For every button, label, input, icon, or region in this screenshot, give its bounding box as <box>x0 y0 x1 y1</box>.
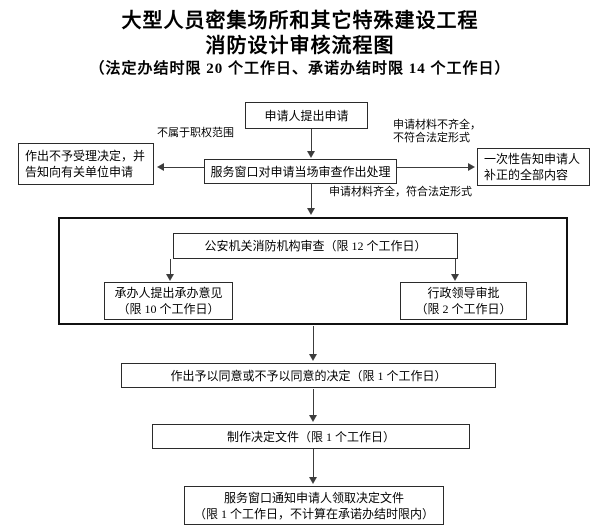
edge-label-incomplete: 申请材料不齐全， 不符合法定形式 <box>393 119 481 145</box>
node-reject-line1: 作出不予受理决定，并 <box>25 149 146 163</box>
node-reject-line2: 告知向有关单位申请 <box>25 165 134 179</box>
arrow-down-document-to-pickup-icon <box>309 449 317 484</box>
node-handler-opinion: 承办人提出承办意见 （限 10 个工作日） <box>104 282 233 320</box>
node-notify-correction-line2: 补正的全部内容 <box>484 168 569 182</box>
node-leader-approval-line2: （限 2 个工作日） <box>415 302 512 316</box>
node-leader-approval: 行政领导审批 （限 2 个工作日） <box>400 282 527 320</box>
node-reject-decision: 作出不予受理决定，并 告知向有关单位申请 <box>18 143 154 185</box>
arrow-left-window-to-reject-icon <box>157 163 204 171</box>
node-window-review: 服务窗口对申请当场审查作出处理 <box>204 159 397 184</box>
node-apply: 申请人提出申请 <box>245 102 368 129</box>
node-notify-pickup-line2: （限 1 个工作日，不计算在承诺办结时限内） <box>193 506 434 521</box>
node-fire-review-label: 公安机关消防机构审查（限 12 个工作日） <box>204 239 427 253</box>
arrow-down-review-to-handler-icon <box>166 259 174 281</box>
arrow-down-review-to-leader-icon <box>451 259 459 281</box>
edge-label-complete: 申请材料齐全，符合法定形式 <box>329 186 472 198</box>
node-decision: 作出予以同意或不予以同意的决定（限 1 个工作日） <box>121 363 496 388</box>
node-handler-opinion-line2: （限 10 个工作日） <box>117 302 220 316</box>
node-handler-opinion-line1: 承办人提出承办意见 <box>114 286 223 300</box>
page-title-line2: 消防设计审核流程图 <box>205 35 395 57</box>
arrow-down-window-to-stage-icon <box>307 184 315 215</box>
edge-label-incomplete-line2: 不符合法定形式 <box>393 132 470 144</box>
node-notify-correction: 一次性告知申请人 补正的全部内容 <box>477 148 590 186</box>
node-decision-label: 作出予以同意或不予以同意的决定（限 1 个工作日） <box>170 368 447 383</box>
arrow-right-window-to-correction-icon <box>397 163 475 171</box>
arrow-down-decision-to-document-icon <box>309 389 317 422</box>
node-apply-label: 申请人提出申请 <box>264 108 349 123</box>
edge-label-incomplete-line1: 申请材料不齐全， <box>393 119 481 131</box>
node-leader-approval-line1: 行政领导审批 <box>427 286 500 300</box>
node-window-review-label: 服务窗口对申请当场审查作出处理 <box>210 164 391 179</box>
page-title-line1: 大型人员密集场所和其它特殊建设工程 <box>121 10 479 32</box>
arrow-down-apply-to-window-icon <box>307 129 315 158</box>
node-make-document: 制作决定文件（限 1 个工作日） <box>152 424 470 449</box>
node-make-document-label: 制作决定文件（限 1 个工作日） <box>226 429 395 444</box>
node-fire-review: 公安机关消防机构审查（限 12 个工作日） <box>173 233 458 259</box>
node-notify-correction-line1: 一次性告知申请人 <box>484 152 581 166</box>
edge-label-out-of-scope: 不属于职权范围 <box>157 127 234 139</box>
arrow-down-stage-to-decision-icon <box>309 326 317 361</box>
node-notify-pickup: 服务窗口通知申请人领取决定文件 （限 1 个工作日，不计算在承诺办结时限内） <box>184 486 444 525</box>
page-subtitle-time-limits: （法定办结时限 20 个工作日、承诺办结时限 14 个工作日） <box>89 61 511 77</box>
node-notify-pickup-line1: 服务窗口通知申请人领取决定文件 <box>223 490 404 505</box>
